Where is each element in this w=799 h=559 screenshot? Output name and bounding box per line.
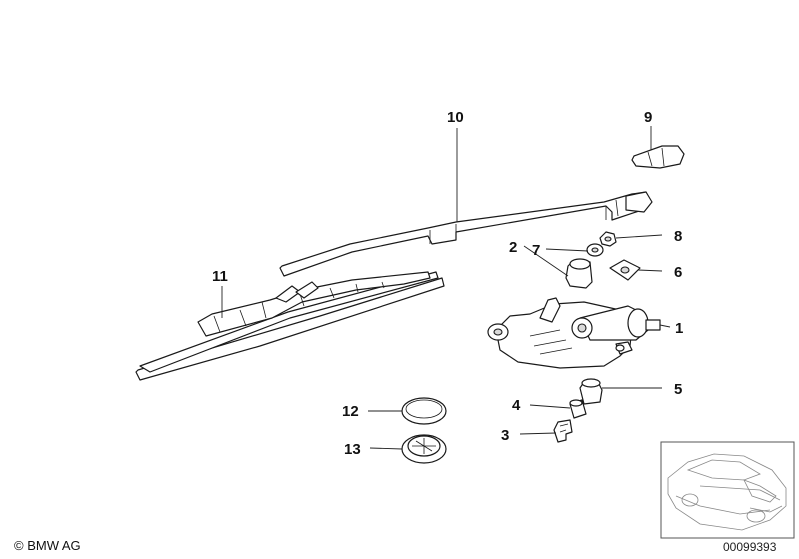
callout-8: 8: [674, 228, 682, 245]
callout-9: 9: [644, 109, 652, 126]
bushing-part-4: [569, 399, 587, 419]
callout-10: 10: [447, 109, 464, 126]
arm-cap-part-9: [631, 145, 685, 169]
cover-part-13: [401, 434, 447, 464]
leader-lines: [221, 126, 671, 450]
callout-7: 7: [532, 242, 540, 259]
diagram-number: 00099393: [723, 540, 777, 554]
vehicle-thumbnail: [660, 441, 795, 539]
wiper-motor-part-1: [487, 297, 661, 369]
copyright-notice: © BMW AG: [14, 538, 81, 553]
grommet-part-2: [565, 258, 593, 289]
bolt-part-3: [553, 419, 573, 443]
callout-1: 1: [675, 320, 683, 337]
callout-4: 4: [512, 397, 521, 414]
callout-12: 12: [342, 403, 359, 420]
rubber-mount-part-5: [579, 378, 603, 405]
wiper-blade-part-11: [135, 271, 445, 381]
nut-part-8: [599, 231, 617, 247]
callout-6: 6: [674, 264, 682, 281]
cap-part-12: [401, 397, 447, 425]
wiper-arm-part-10: [279, 191, 653, 277]
plate-part-6: [609, 259, 641, 281]
bushing-part-7: [586, 243, 604, 257]
callout-2: 2: [509, 239, 517, 256]
callout-3: 3: [501, 427, 509, 444]
callout-5: 5: [674, 381, 682, 398]
callout-13: 13: [344, 441, 361, 458]
callout-11: 11: [212, 268, 228, 285]
